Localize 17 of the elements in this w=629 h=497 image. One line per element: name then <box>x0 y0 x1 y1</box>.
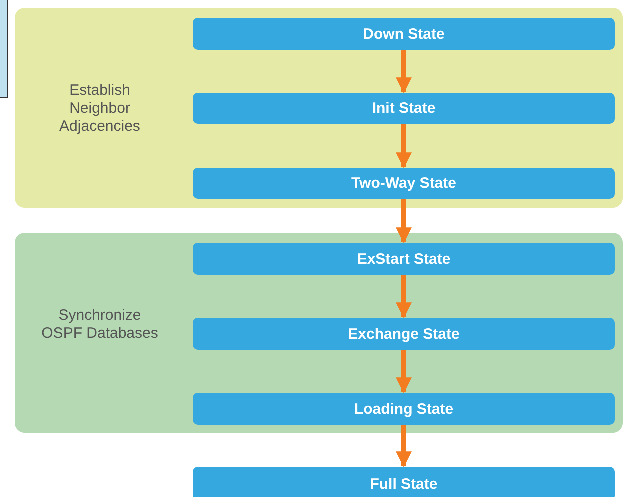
arrow <box>396 199 412 244</box>
state-box: Loading State <box>193 393 615 425</box>
arrow <box>396 50 412 94</box>
state-box: Full State <box>193 467 615 497</box>
state-box: Exchange State <box>193 318 615 350</box>
group-label: Synchronize OSPF Databases <box>40 307 160 343</box>
arrow <box>396 124 412 169</box>
state-box: ExStart State <box>193 243 615 275</box>
arrow <box>396 425 412 468</box>
state-box: Init State <box>193 93 615 124</box>
group-panel <box>15 233 623 433</box>
state-box: Down State <box>193 18 615 50</box>
arrow <box>396 275 412 319</box>
state-box: Two-Way State <box>193 168 615 199</box>
arrow <box>396 350 412 394</box>
group-panel <box>15 8 623 208</box>
group-label: Establish Neighbor Adjacencies <box>58 82 142 136</box>
